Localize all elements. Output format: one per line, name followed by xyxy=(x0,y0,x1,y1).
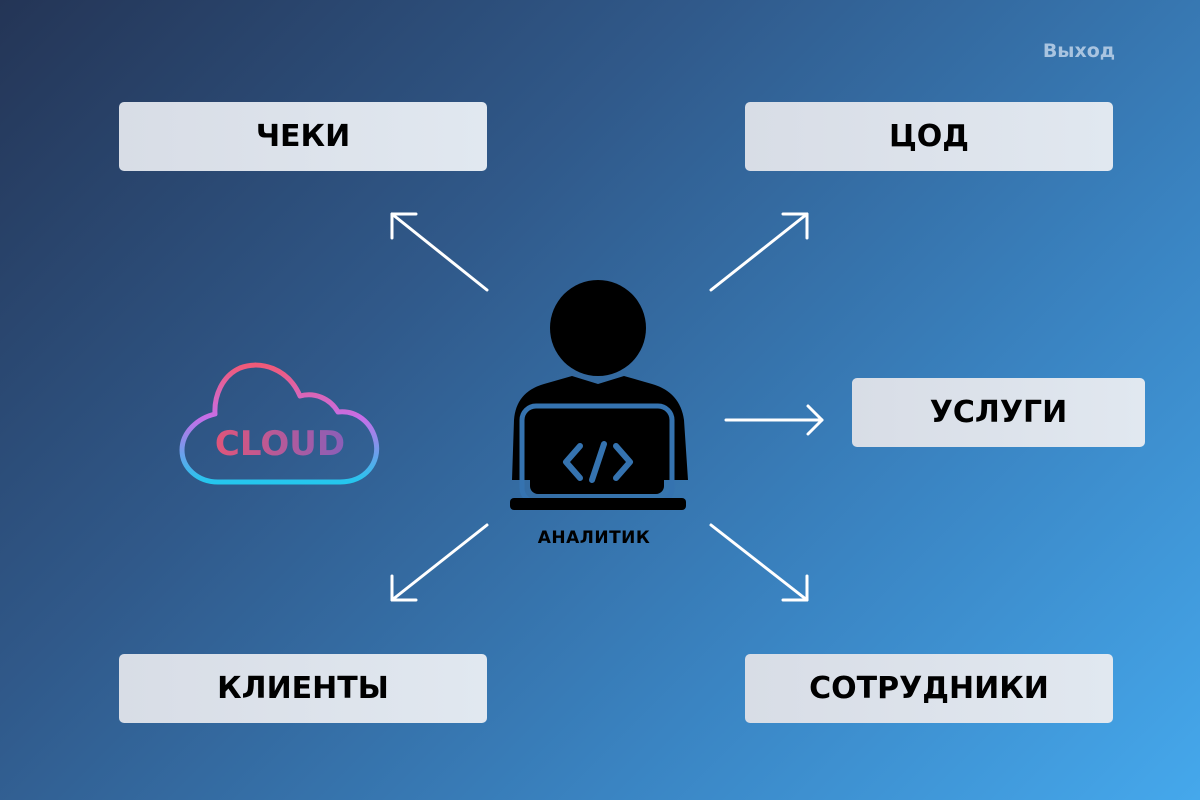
tile-uslugi[interactable]: УСЛУГИ xyxy=(852,378,1145,447)
developer-laptop-icon xyxy=(510,280,688,510)
cloud-icon: CLOUD xyxy=(179,362,380,485)
tile-cheki[interactable]: ЧЕКИ xyxy=(119,102,487,171)
arrow-to-klienty xyxy=(390,523,489,602)
tile-sotrudniki[interactable]: СОТРУДНИКИ xyxy=(745,654,1113,723)
arrow-to-sotrudniki xyxy=(709,523,809,602)
analyst-label: АНАЛИТИК xyxy=(537,528,651,548)
tile-cheki-label: ЧЕКИ xyxy=(255,119,351,154)
tile-tsod[interactable]: ЦОД xyxy=(745,102,1113,171)
tile-tsod-label: ЦОД xyxy=(888,119,970,154)
arrow-to-uslugi xyxy=(724,404,824,436)
tile-sotrudniki-label: СОТРУДНИКИ xyxy=(809,671,1049,706)
logout-link[interactable]: Выход xyxy=(1042,40,1116,62)
arrow-to-cheki xyxy=(390,212,489,292)
cloud-label: CLOUD xyxy=(215,424,345,464)
tile-uslugi-label: УСЛУГИ xyxy=(929,395,1068,430)
tile-klienty[interactable]: КЛИЕНТЫ xyxy=(119,654,487,723)
arrow-to-tsod xyxy=(709,212,809,292)
tile-klienty-label: КЛИЕНТЫ xyxy=(217,671,389,706)
